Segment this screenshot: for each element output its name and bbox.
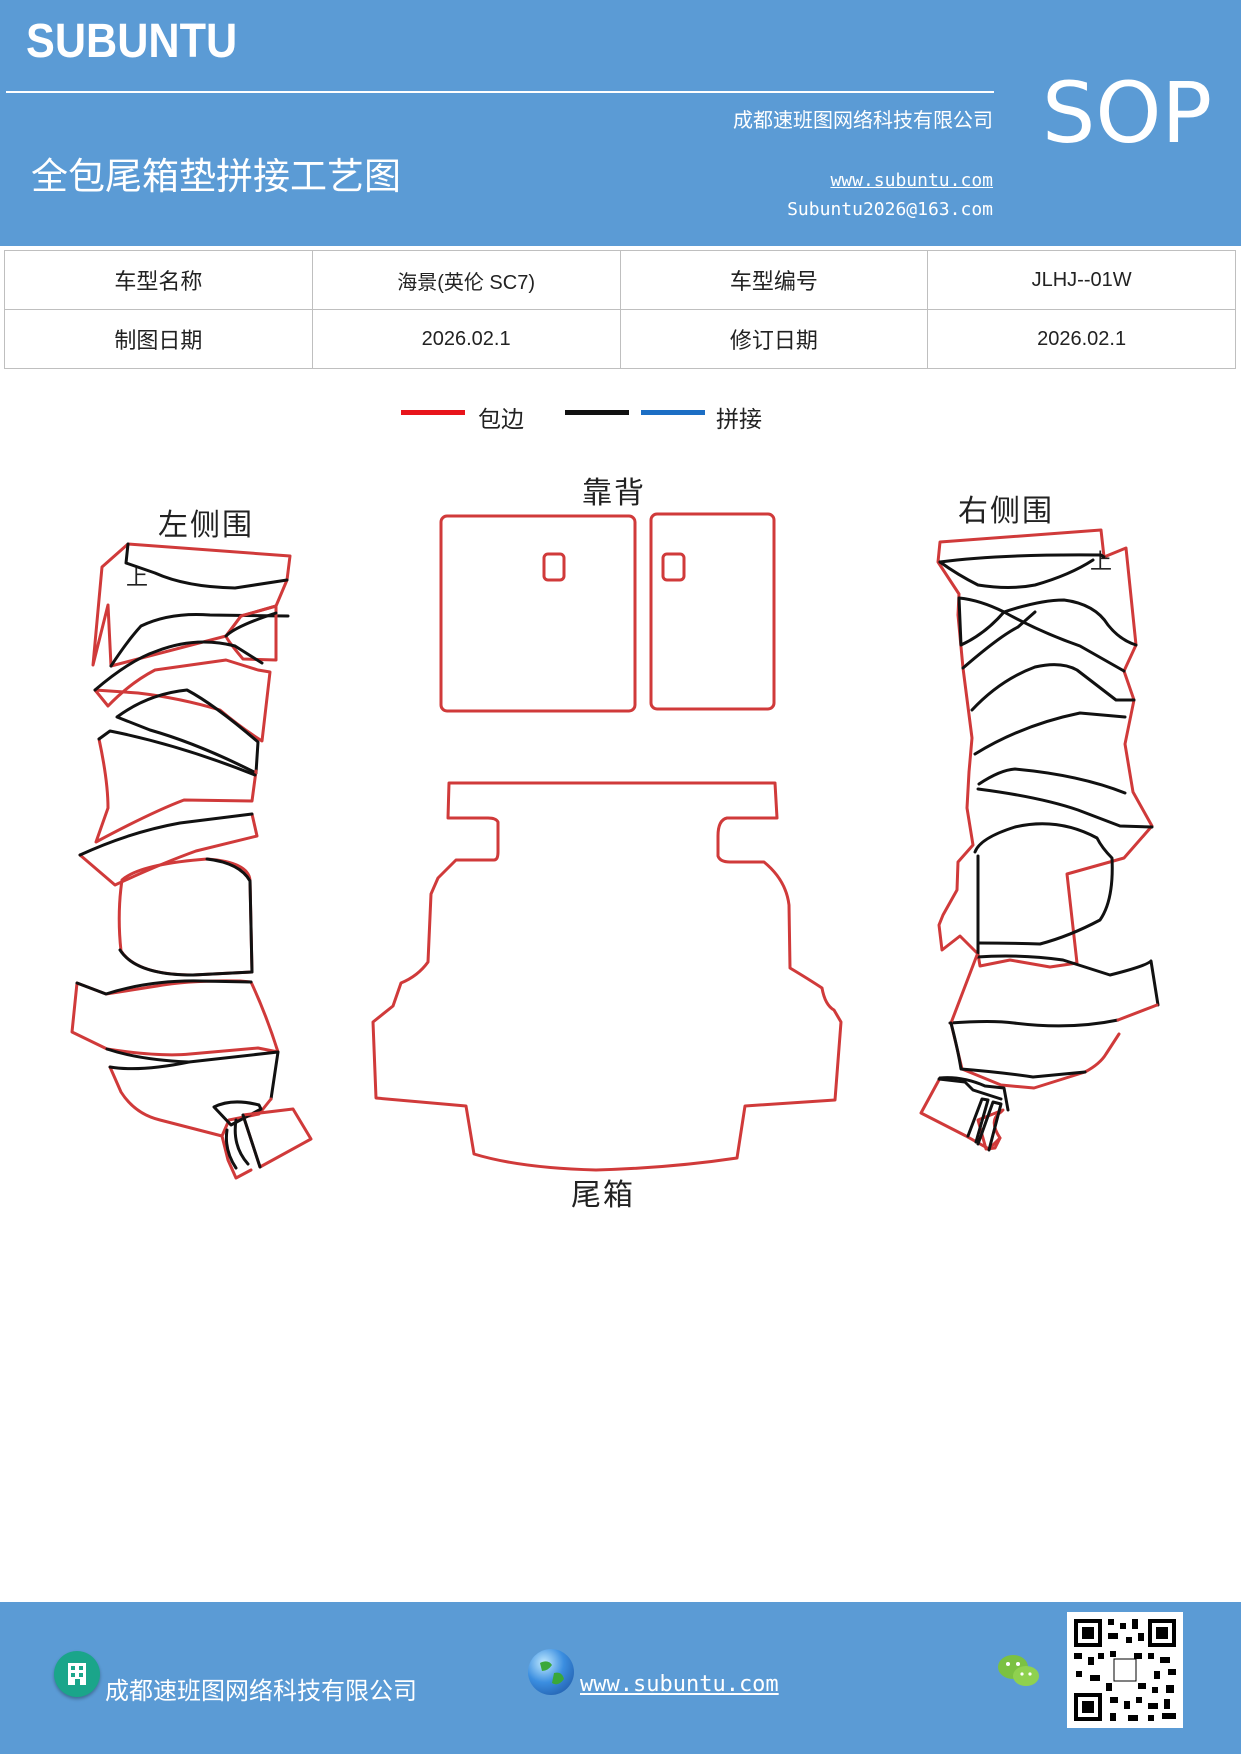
backrest-hole-left bbox=[542, 552, 566, 582]
label-mark-left: 上 bbox=[126, 566, 151, 591]
brand-logo: SUBUNTU bbox=[26, 15, 238, 68]
legend-line-seam bbox=[641, 410, 705, 415]
table-cell: 车型名称 bbox=[4, 250, 313, 310]
table-cell: 车型编号 bbox=[619, 250, 929, 310]
qr-code bbox=[1067, 1612, 1183, 1728]
table-cell: 修订日期 bbox=[619, 309, 929, 369]
sop-badge: SOP bbox=[1042, 64, 1213, 162]
legend-line-black bbox=[565, 410, 629, 415]
label-backrest: 靠背 bbox=[582, 476, 646, 511]
building-icon bbox=[54, 1651, 100, 1697]
backrest-hole-right bbox=[661, 552, 686, 582]
footer-company-name: 成都速班图网络科技有限公司 bbox=[105, 1677, 417, 1705]
globe-icon bbox=[528, 1649, 574, 1695]
table-row: 车型名称 海景(英伦 SC7) 车型编号 JLHJ--01W bbox=[4, 250, 1236, 310]
table-cell: 2026.02.1 bbox=[927, 309, 1236, 369]
table-row: 制图日期 2026.02.1 修订日期 2026.02.1 bbox=[4, 309, 1236, 369]
header-banner: SUBUNTU 成都速班图网络科技有限公司 全包尾箱垫拼接工艺图 www.sub… bbox=[0, 0, 1241, 246]
table-cell: 海景(英伦 SC7) bbox=[311, 250, 621, 310]
backrest-panel-right bbox=[649, 512, 776, 711]
backrest-panels bbox=[439, 512, 776, 713]
company-name: 成都速班图网络科技有限公司 bbox=[733, 108, 993, 132]
left-side-panels bbox=[70, 542, 313, 1180]
table-cell: 2026.02.1 bbox=[311, 309, 621, 369]
legend-label-seam: 拼接 bbox=[716, 407, 762, 433]
footer-banner: 成都速班图网络科技有限公司 www.subuntu.com bbox=[0, 1602, 1241, 1754]
wechat-icon bbox=[996, 1652, 1042, 1692]
info-table: 车型名称 海景(英伦 SC7) 车型编号 JLHJ--01W 制图日期 2026… bbox=[4, 250, 1236, 369]
right-side-panels bbox=[919, 528, 1160, 1152]
backrest-panel-left bbox=[439, 514, 637, 713]
table-cell: 制图日期 bbox=[4, 309, 313, 369]
legend-label-edge: 包边 bbox=[478, 407, 524, 433]
trunk-panel bbox=[371, 781, 843, 1172]
email-address: Subuntu2026@163.com bbox=[787, 199, 993, 220]
page-title: 全包尾箱垫拼接工艺图 bbox=[31, 155, 401, 198]
label-right-side: 右侧围 bbox=[958, 494, 1054, 529]
header-divider bbox=[6, 91, 994, 93]
legend: 包边 拼接 bbox=[0, 400, 1241, 440]
footer-website-link[interactable]: www.subuntu.com bbox=[580, 1672, 779, 1697]
website-link[interactable]: www.subuntu.com bbox=[830, 170, 993, 191]
label-left-side: 左侧围 bbox=[158, 508, 254, 543]
table-cell: JLHJ--01W bbox=[927, 250, 1236, 310]
legend-line-edge bbox=[401, 410, 465, 415]
label-trunk: 尾箱 bbox=[571, 1178, 635, 1213]
